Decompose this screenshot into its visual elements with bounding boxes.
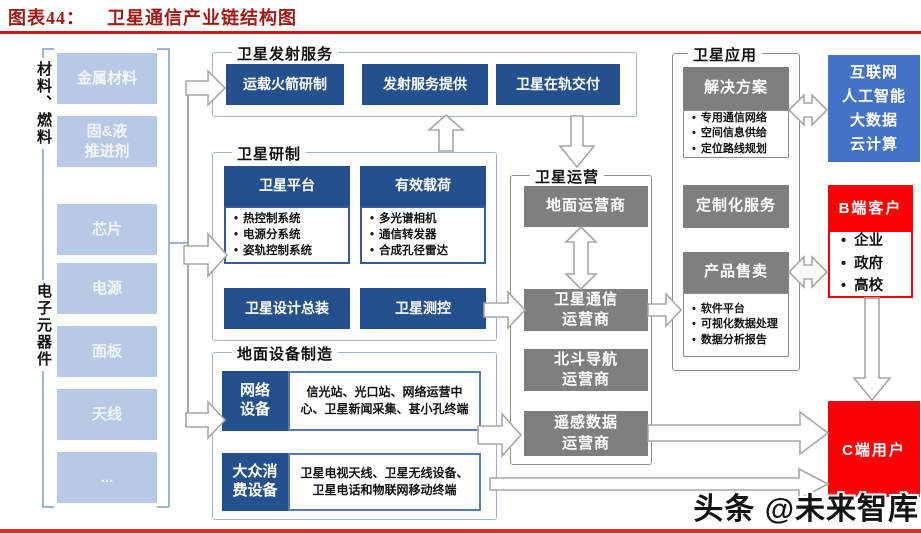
list-item: 高校 <box>835 275 908 297</box>
solutions-detail-list: 专用通信网络 空间信息供给 定位路线规划 <box>683 110 789 158</box>
arrow-groundop-satcom-double-icon <box>564 225 598 291</box>
arrow-remote-to-cend-icon <box>647 410 830 456</box>
arrow-rail-to-launch-icon <box>185 69 227 107</box>
node-b-end-customers: B端客户 <box>828 185 913 230</box>
group-label-satellite-application: 卫星应用 <box>688 44 763 65</box>
materials-fuel-label: 材料、燃料 <box>33 58 54 149</box>
node-c-end-users: C端用户 <box>828 401 920 497</box>
watermark: 头条 @未来智库 <box>693 493 919 526</box>
node-panel: 面板 <box>57 326 157 377</box>
bracket-stub-top-left <box>42 48 54 50</box>
list-item: 电源分系统 <box>231 227 345 243</box>
node-satellite-platform: 卫星平台 <box>224 166 350 206</box>
arrow-rail-to-satdev-icon <box>183 231 229 279</box>
arrow-satdev-to-launch-icon <box>426 113 466 152</box>
bracket-stub-bottom-left <box>42 506 54 508</box>
list-item: 空间信息供给 <box>689 126 785 141</box>
list-item: 数据分析报告 <box>689 333 785 348</box>
node-more-ellipsis: ... <box>57 452 157 503</box>
consumer-equipment-desc: 卫星电视天线、卫星无线设备、卫星电话和物联网移动终端 <box>288 453 481 511</box>
arrow-rail-to-ground-icon <box>185 399 227 441</box>
list-item: 热控制系统 <box>231 211 345 227</box>
materials-bracket-left-line <box>42 48 44 507</box>
arrow-ttc-to-satcom-icon <box>483 289 527 331</box>
node-design-assembly: 卫星设计总装 <box>224 288 350 329</box>
arrow-operation-to-sales-icon <box>647 291 683 329</box>
arrow-delivery-to-operation-icon <box>558 115 596 169</box>
list-item: 通信转发器 <box>367 227 481 243</box>
node-internet-ai-bigdata-cloud: 互联网 人工智能 大数据 云计算 <box>828 55 920 162</box>
list-item: 企业 <box>835 230 908 252</box>
materials-bracket-right-line <box>168 48 170 507</box>
list-item: 政府 <box>835 253 908 275</box>
node-launch-service-provision: 发射服务提供 <box>362 64 488 105</box>
node-solutions: 解决方案 <box>683 67 789 110</box>
product-sales-detail-list: 软件平台 可视化数据处理 数据分析报告 <box>683 293 789 357</box>
node-product-sales: 产品售卖 <box>683 252 789 293</box>
arrow-ground-to-remote-icon <box>477 411 523 459</box>
node-network-equipment: 网络 设备 <box>222 371 288 431</box>
node-metal-materials: 金属材料 <box>57 53 157 104</box>
list-item: 可视化数据处理 <box>689 317 785 332</box>
satellite-platform-detail-list: 热控制系统 电源分系统 姿轨控制系统 <box>224 206 350 264</box>
list-item: 软件平台 <box>689 302 785 317</box>
node-chip: 芯片 <box>57 204 157 255</box>
bracket-stub-top-right <box>157 48 169 50</box>
node-satcom-operator: 卫星通信 运营商 <box>524 289 648 331</box>
node-propellant: 固&液 推进剂 <box>57 116 157 167</box>
node-in-orbit-delivery: 卫星在轨交付 <box>496 64 620 105</box>
figure-number-label: 图表44： <box>8 8 85 28</box>
group-label-ground-equipment: 地面设备制造 <box>232 343 339 364</box>
list-item: 姿轨控制系统 <box>231 243 345 259</box>
payload-detail-list: 多光谱相机 通信转发器 合成孔径雷达 <box>360 206 486 264</box>
node-payload: 有效载荷 <box>360 166 486 206</box>
node-ground-operator: 地面运营商 <box>524 186 648 227</box>
figure-title: 图表44： 卫星通信产业链结构图 <box>8 4 297 30</box>
group-label-launch-services: 卫星发射服务 <box>232 43 339 64</box>
page-title: 卫星通信产业链结构图 <box>107 8 297 28</box>
node-beidou-operator: 北斗导航 运营商 <box>524 349 648 391</box>
group-label-satellite-operation: 卫星运营 <box>530 166 605 187</box>
electronic-components-label: 电子元器件 <box>33 280 54 371</box>
bottom-border-line <box>0 529 921 533</box>
bracket-stub-bottom-right <box>157 506 169 508</box>
node-power-supply: 电源 <box>57 263 157 314</box>
arrow-sales-bend-double-icon <box>787 255 829 289</box>
arrow-solution-tech-double-icon <box>787 93 829 127</box>
group-label-satellite-development: 卫星研制 <box>232 143 307 164</box>
node-antenna: 天线 <box>57 389 157 440</box>
list-item: 定位路线规划 <box>689 142 785 157</box>
node-consumer-equipment: 大众消 费设备 <box>222 453 288 511</box>
list-item: 专用通信网络 <box>689 111 785 126</box>
arrow-bend-to-cend-icon <box>852 297 892 402</box>
list-item: 合成孔径雷达 <box>367 243 481 259</box>
arrow-consumer-to-cend-icon <box>489 467 830 501</box>
network-equipment-desc: 信光站、光口站、网络运营中心、卫星新闻采集、甚小孔终端 <box>288 371 481 431</box>
node-rocket-development: 运载火箭研制 <box>226 64 344 105</box>
list-item: 多光谱相机 <box>367 211 481 227</box>
title-underline <box>0 31 921 34</box>
node-remote-sensing-operator: 遥感数据 运营商 <box>524 411 648 456</box>
node-customized-services: 定制化服务 <box>683 185 789 228</box>
materials-to-rail-connector <box>168 242 188 244</box>
node-ttc: 卫星测控 <box>360 288 486 329</box>
b-end-customer-list: 企业 政府 高校 <box>828 230 913 298</box>
